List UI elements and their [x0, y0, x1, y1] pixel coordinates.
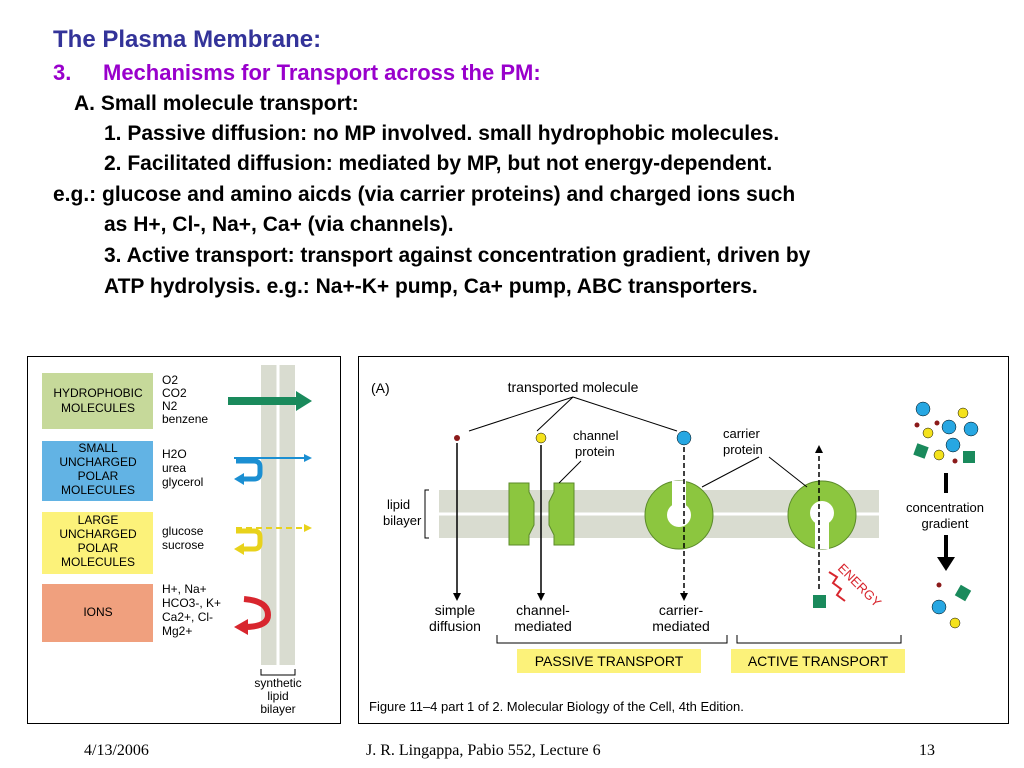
hydrophobic-box [42, 373, 153, 429]
large-polar-label-1: LARGE [78, 513, 119, 527]
ions-box [42, 584, 153, 642]
channel-mediated-label-2: mediated [514, 618, 572, 634]
body-line-6: 3. Active transport: transport against c… [104, 244, 811, 267]
example-co2: CO2 [162, 386, 187, 400]
figure-caption: Figure 11–4 part 1 of 2. Molecular Biolo… [369, 699, 744, 714]
small-polar-label-4: MOLECULES [61, 483, 135, 497]
carrier-mediated-label-2: mediated [652, 618, 710, 634]
bilayer-label-1: synthetic [254, 676, 301, 690]
small-polar-bounce-arrow [236, 458, 263, 482]
body-line-2: 1. Passive diffusion: no MP involved. sm… [104, 122, 780, 145]
example-ions-3: Ca2+, Cl- [162, 610, 213, 624]
channel-molecule [535, 432, 547, 444]
subheading: 3. Mechanisms for Transport across the PM… [53, 60, 541, 86]
large-polar-label-3: POLAR [78, 541, 119, 555]
channel-protein-label-1: channel [573, 428, 619, 443]
hydrophobic-label-1: HYDROPHOBIC [53, 386, 143, 400]
example-o2: O2 [162, 373, 178, 387]
body-line-5: as H+, Cl-, Na+, Ca+ (via channels). [104, 213, 454, 236]
subheading-text: Mechanisms for Transport across the PM: [103, 60, 541, 85]
energy-label: ENERGY [835, 561, 885, 611]
active-transport-box [731, 649, 905, 673]
body-line-4: e.g.: glucose and amino aicds (via carri… [53, 183, 796, 206]
passive-transport-label: PASSIVE TRANSPORT [535, 653, 684, 669]
channel-protein [508, 482, 575, 546]
energy-zigzag [828, 571, 846, 602]
hydrophobic-pass-arrow [228, 391, 312, 411]
small-molecule-dot [454, 435, 460, 441]
footer-date: 4/13/2006 [84, 742, 149, 759]
permeability-diagram: HYDROPHOBIC MOLECULES SMALL UNCHARGED PO… [42, 365, 312, 716]
small-polar-label-1: SMALL [78, 441, 118, 455]
permeability-figure: HYDROPHOBIC MOLECULES SMALL UNCHARGED PO… [27, 356, 341, 724]
passive-transport-box [517, 649, 701, 673]
simple-diffusion-label-2: diffusion [429, 618, 481, 634]
transport-figure: (A) transported molecule lipid bilayer c… [358, 356, 1009, 724]
carrier-mediated-label-1: carrier- [659, 602, 704, 618]
ions-bounce-arrow [243, 596, 272, 630]
small-polar-label-2: UNCHARGED [59, 455, 137, 469]
low-concentration-cluster [931, 582, 972, 629]
large-polar-label-2: UNCHARGED [59, 527, 137, 541]
carrier-protein-open [644, 480, 714, 550]
transported-molecule-label: transported molecule [508, 379, 639, 395]
footer-course: J. R. Lingappa, Pabio 552, Lecture 6 [366, 742, 601, 759]
example-n2: N2 [162, 399, 178, 413]
example-glycerol: glycerol [162, 475, 203, 489]
concentration-gradient-label-2: gradient [922, 516, 969, 531]
example-urea: urea [162, 461, 186, 475]
panel-label: (A) [371, 380, 390, 396]
high-concentration-cluster [913, 401, 979, 464]
channel-mediated-label-1: channel- [516, 602, 570, 618]
body-line-3: 2. Facilitated diffusion: mediated by MP… [104, 152, 773, 175]
ions-label: IONS [83, 605, 112, 619]
simple-diffusion-label-1: simple [435, 602, 476, 618]
large-polar-bounce-arrow [236, 528, 263, 552]
body-line-7: ATP hydrolysis. e.g.: Na+-K+ pump, Ca+ p… [104, 275, 758, 298]
carrier-protein-label-2: protein [723, 442, 763, 457]
subheading-number: 3. [53, 60, 72, 85]
small-polar-box [42, 441, 153, 501]
channel-protein-label-2: protein [575, 444, 615, 459]
active-molecule-square [813, 595, 826, 608]
active-transport-label: ACTIVE TRANSPORT [748, 653, 889, 669]
large-polar-label-4: MOLECULES [61, 555, 135, 569]
example-glucose: glucose [162, 524, 204, 538]
large-polar-box [42, 512, 153, 574]
example-ions-4: Mg2+ [162, 624, 192, 638]
carrier-protein-closed [787, 480, 857, 550]
bilayer-label-2: lipid [267, 689, 288, 703]
slide-title: The Plasma Membrane: [53, 26, 322, 53]
concentration-gradient-label-1: concentration [906, 500, 984, 515]
small-polar-label-3: POLAR [78, 469, 119, 483]
carrier-protein-label-1: carrier [723, 426, 761, 441]
transport-diagram: (A) transported molecule lipid bilayer c… [369, 379, 984, 714]
example-ions-1: H+, Na+ [162, 582, 207, 596]
footer-page-number: 13 [919, 742, 935, 759]
carrier-molecule [676, 430, 692, 446]
example-benzene: benzene [162, 412, 208, 426]
lipid-bilayer-label-1: lipid [387, 497, 410, 512]
hydrophobic-label-2: MOLECULES [61, 401, 135, 415]
lipid-bilayer-label-2: bilayer [383, 513, 422, 528]
example-ions-2: HCO3-, K+ [162, 596, 221, 610]
example-sucrose: sucrose [162, 538, 204, 552]
body-line-1: A. Small molecule transport: [74, 92, 359, 115]
bilayer-label-3: bilayer [260, 702, 295, 716]
example-h2o: H2O [162, 447, 187, 461]
